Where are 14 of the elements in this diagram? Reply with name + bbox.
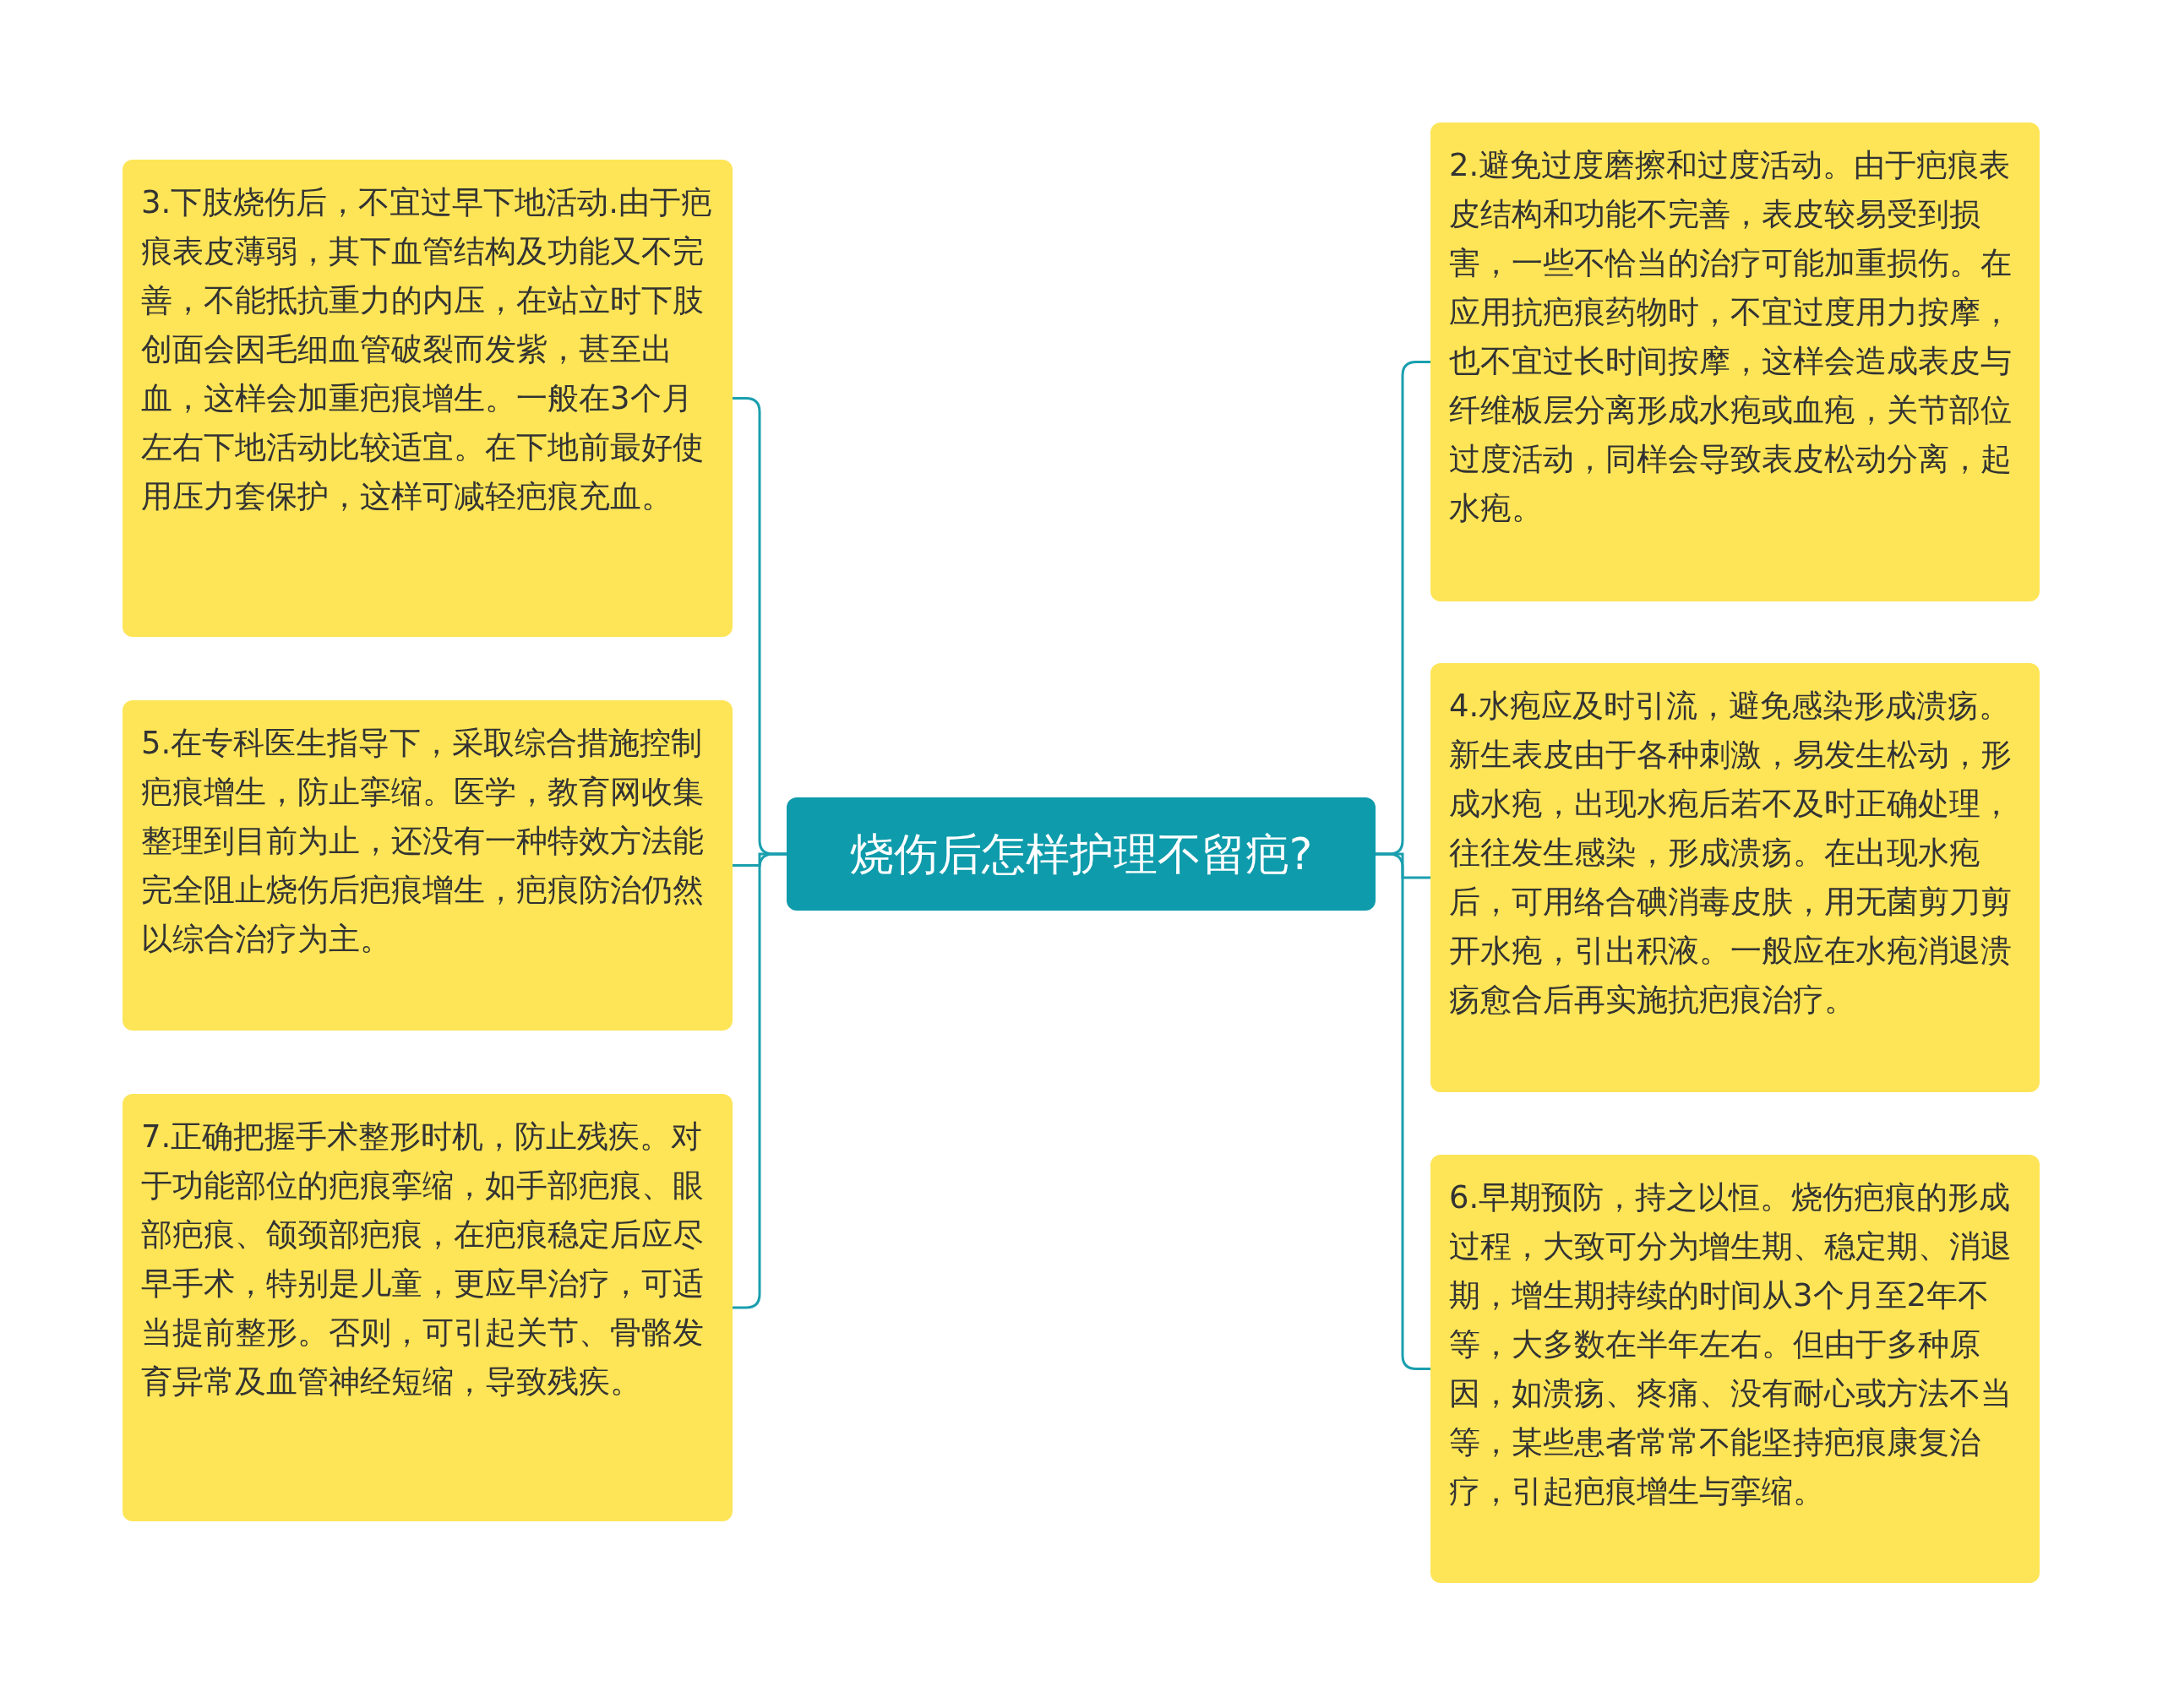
note-text: 4.水疱应及时引流，避免感染形成溃疡。新生表皮由于各种刺激，易发生松动，形成水疱，出现水疱后若不及时正确处理，往往发生感染，形成溃疡。在出现水疱后，可用络合碘消毒皮肤，用无菌剪刀剪开水疱，引出积液。一般应在水疱消退溃疡愈合后再实施抗疤痕治疗。 [1449,687,2013,1020]
note-box [1430,663,2040,1092]
topic-text: 烧伤后怎样护理不留疤? [849,827,1313,881]
note-box [123,700,733,1031]
topic-box [787,797,1376,911]
note-text: 5.在专科医生指导下，采取综合措施控制疤痕增生，防止挛缩。医学，教育网收集整理到目前为止，还没有一种特效方法能完全阻止烧伤后疤痕增生，疤痕防治仍然以综合治疗为主。 [141,724,705,959]
note-text: 6.早期预防，持之以恒。烧伤疤痕的形成过程，大致可分为增生期、稳定期、消退期，增生期持续的时间从3个月至2年不等，大多数在半年左右。但由于多种原因，如溃疡、疼痛、没有耐心或方法不当等，某些患者常常不能坚持疤痕康复治疗，引起疤痕增生与挛缩。 [1449,1178,2013,1511]
note-text: 3.下肢烧伤后，不宜过早下地活动.由于疤痕表皮薄弱，其下血管结构及功能又不完善，不能抵抗重力的内压，在站立时下肢创面会因毛细血管破裂而发紫，甚至出血，这样会加重疤痕增生。一般在3个月左右下地活动比较适宜。在下地前最好使用压力套保护，这样可减轻疤痕充血。 [141,183,714,516]
note-text: 2.避免过度磨擦和过度活动。由于疤痕表皮结构和功能不完善，表皮较易受到损害，一些不恰当的治疗可能加重损伤。在应用抗疤痕药物时，不宜过度用力按摩，也不宜过长时间按摩，这样会造成表皮与纤维板层分离形成水疱或血疱，关节部位过度活动，同样会导致表皮松动分离，起水疱。 [1449,146,2013,528]
note-box [1430,122,2040,601]
note-box [1430,1155,2040,1583]
note-box [123,160,733,637]
note-box [123,1094,733,1521]
note-text: 7.正确把握手术整形时机，防止残疾。对于功能部位的疤痕挛缩，如手部疤痕、眼部疤痕、颌颈部疤痕，在疤痕稳定后应尽早手术，特别是儿童，更应早治疗，可适当提前整形。否则，可引起关节、骨骼发育异常及血管神经短缩，导致残疾。 [141,1118,705,1401]
